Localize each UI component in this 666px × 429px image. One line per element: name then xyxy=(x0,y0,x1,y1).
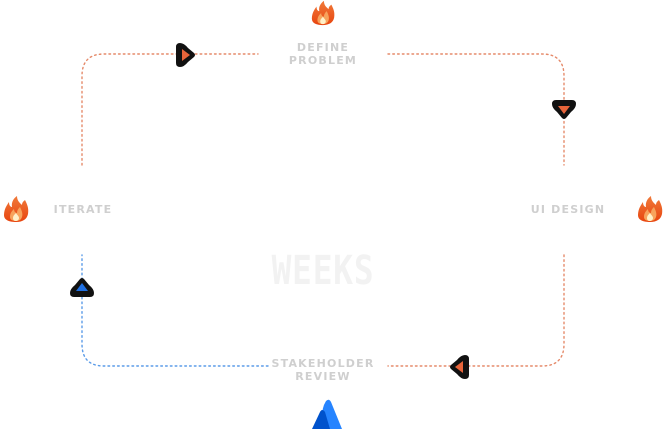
connector-stakeholder-to-iterate xyxy=(81,254,269,367)
stage-label-line: UI DESIGN xyxy=(530,203,606,216)
stage-label-ui-design: UI DESIGN xyxy=(518,203,618,216)
stage-label-stakeholder-review: STAKEHOLDER REVIEW xyxy=(253,357,393,383)
stage-label-line: STAKEHOLDER xyxy=(271,357,375,370)
atlassian-logo-icon xyxy=(312,399,342,429)
stage-label-line: PROBLEM xyxy=(288,54,358,67)
connector-define-to-ui xyxy=(387,53,565,166)
flame-icon-iterate xyxy=(4,196,29,222)
connector-iterate-to-define xyxy=(81,53,259,166)
flame-icon-ui-design xyxy=(638,196,663,222)
stage-label-line: ITERATE xyxy=(53,203,113,216)
stage-label-iterate: ITERATE xyxy=(33,203,133,216)
connector-ui-to-stakeholder xyxy=(387,254,565,367)
stage-label-define-problem: DEFINE PROBLEM xyxy=(263,41,383,67)
stage-label-line: DEFINE xyxy=(296,41,350,54)
arrow-right-icon xyxy=(176,43,195,67)
center-watermark-text: WEEKS xyxy=(271,248,375,294)
arrow-left-icon xyxy=(450,355,469,379)
arrow-down-icon xyxy=(552,100,576,119)
stage-label-line: REVIEW xyxy=(295,370,351,383)
flame-icon-define xyxy=(311,0,335,26)
arrow-up-icon xyxy=(70,278,94,297)
